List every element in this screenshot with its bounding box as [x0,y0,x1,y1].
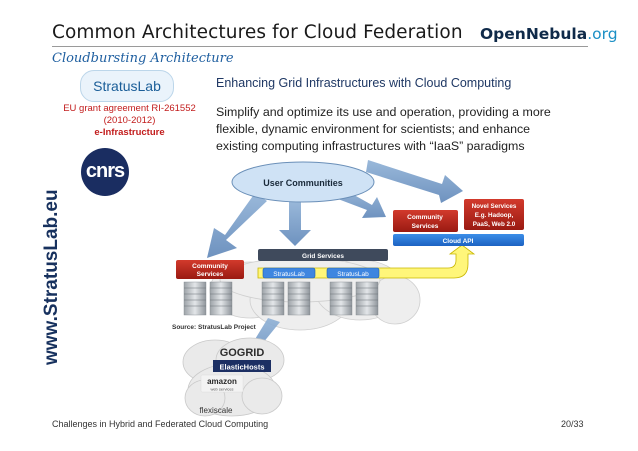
eu-grant-text: EU grant agreement RI-261552 [63,103,196,114]
community-services-top-line2: Services [412,223,439,230]
footer-title: Challenges in Hybrid and Federated Cloud… [52,419,269,429]
arrow-to-community-left [207,193,267,258]
server-rack-lines [184,287,378,307]
logo-part2: .org [587,25,618,43]
novel-services-line2: E.g. Hadoop, [475,212,514,219]
server-racks [183,281,379,316]
cloud-api-label: Cloud API [443,238,474,245]
stratuslab-box-label: StratusLab [273,271,305,278]
community-services-top-line1: Community [407,214,443,221]
arrow-to-grid [279,200,311,246]
arrow-to-novel-services [366,160,463,203]
stratuslab-box [326,267,380,279]
stratuslab-box-label: StratusLab [337,271,369,278]
grant-years: (2010-2012) [103,115,156,126]
slide-subtitle: Cloudbursting Architecture [52,51,234,66]
content-heading: Enhancing Grid Infrastructures with Clou… [216,76,512,90]
community-services-left-line2: Services [197,271,224,278]
slide-title: Common Architectures for Cloud Federatio… [52,22,463,43]
body-line: existing computing infrastructures with … [216,139,525,153]
flexiscale-logo: flexiscale [200,406,233,415]
diagram-source: Source: StratusLab Project [172,324,257,331]
einfrastructure-label: e-Infrastructure [94,127,165,138]
grid-services-label: Grid Services [302,253,344,260]
community-services-left-line1: Community [192,263,228,270]
amazon-logo-bg [200,374,244,393]
stratuslab-logo: StratusLab [80,70,174,102]
grid-services-bar [258,249,388,261]
gogrid-logo: GOGRID [220,347,265,359]
title-divider [52,46,588,47]
cloud-api-bar [393,234,524,246]
amazon-logo: amazon [207,377,237,386]
body-line: flexible, dynamic environment for scient… [216,122,531,136]
user-communities-label: User Communities [263,178,343,188]
opennebula-logo: OpenNebula.org [480,25,618,43]
community-services-top [393,210,458,232]
elastichosts-logo-bg [213,360,271,372]
novel-services-line1: Novel Services [472,203,517,210]
body-line: Simplify and optimize its use and operat… [216,105,551,119]
elastichosts-logo: ElasticHosts [219,363,264,372]
logo-part1: OpenNebula [480,25,588,43]
page-number: 20/33 [561,419,584,429]
stratuslab-box [262,267,316,279]
community-services-left [176,260,244,279]
cnrs-logo: cnrs [81,148,129,196]
novel-services-line3: PaaS, Web 2.0 [473,221,516,228]
novel-services-box [464,199,524,230]
user-communities-ellipse [231,161,375,203]
aws-tagline: web services [210,387,233,392]
